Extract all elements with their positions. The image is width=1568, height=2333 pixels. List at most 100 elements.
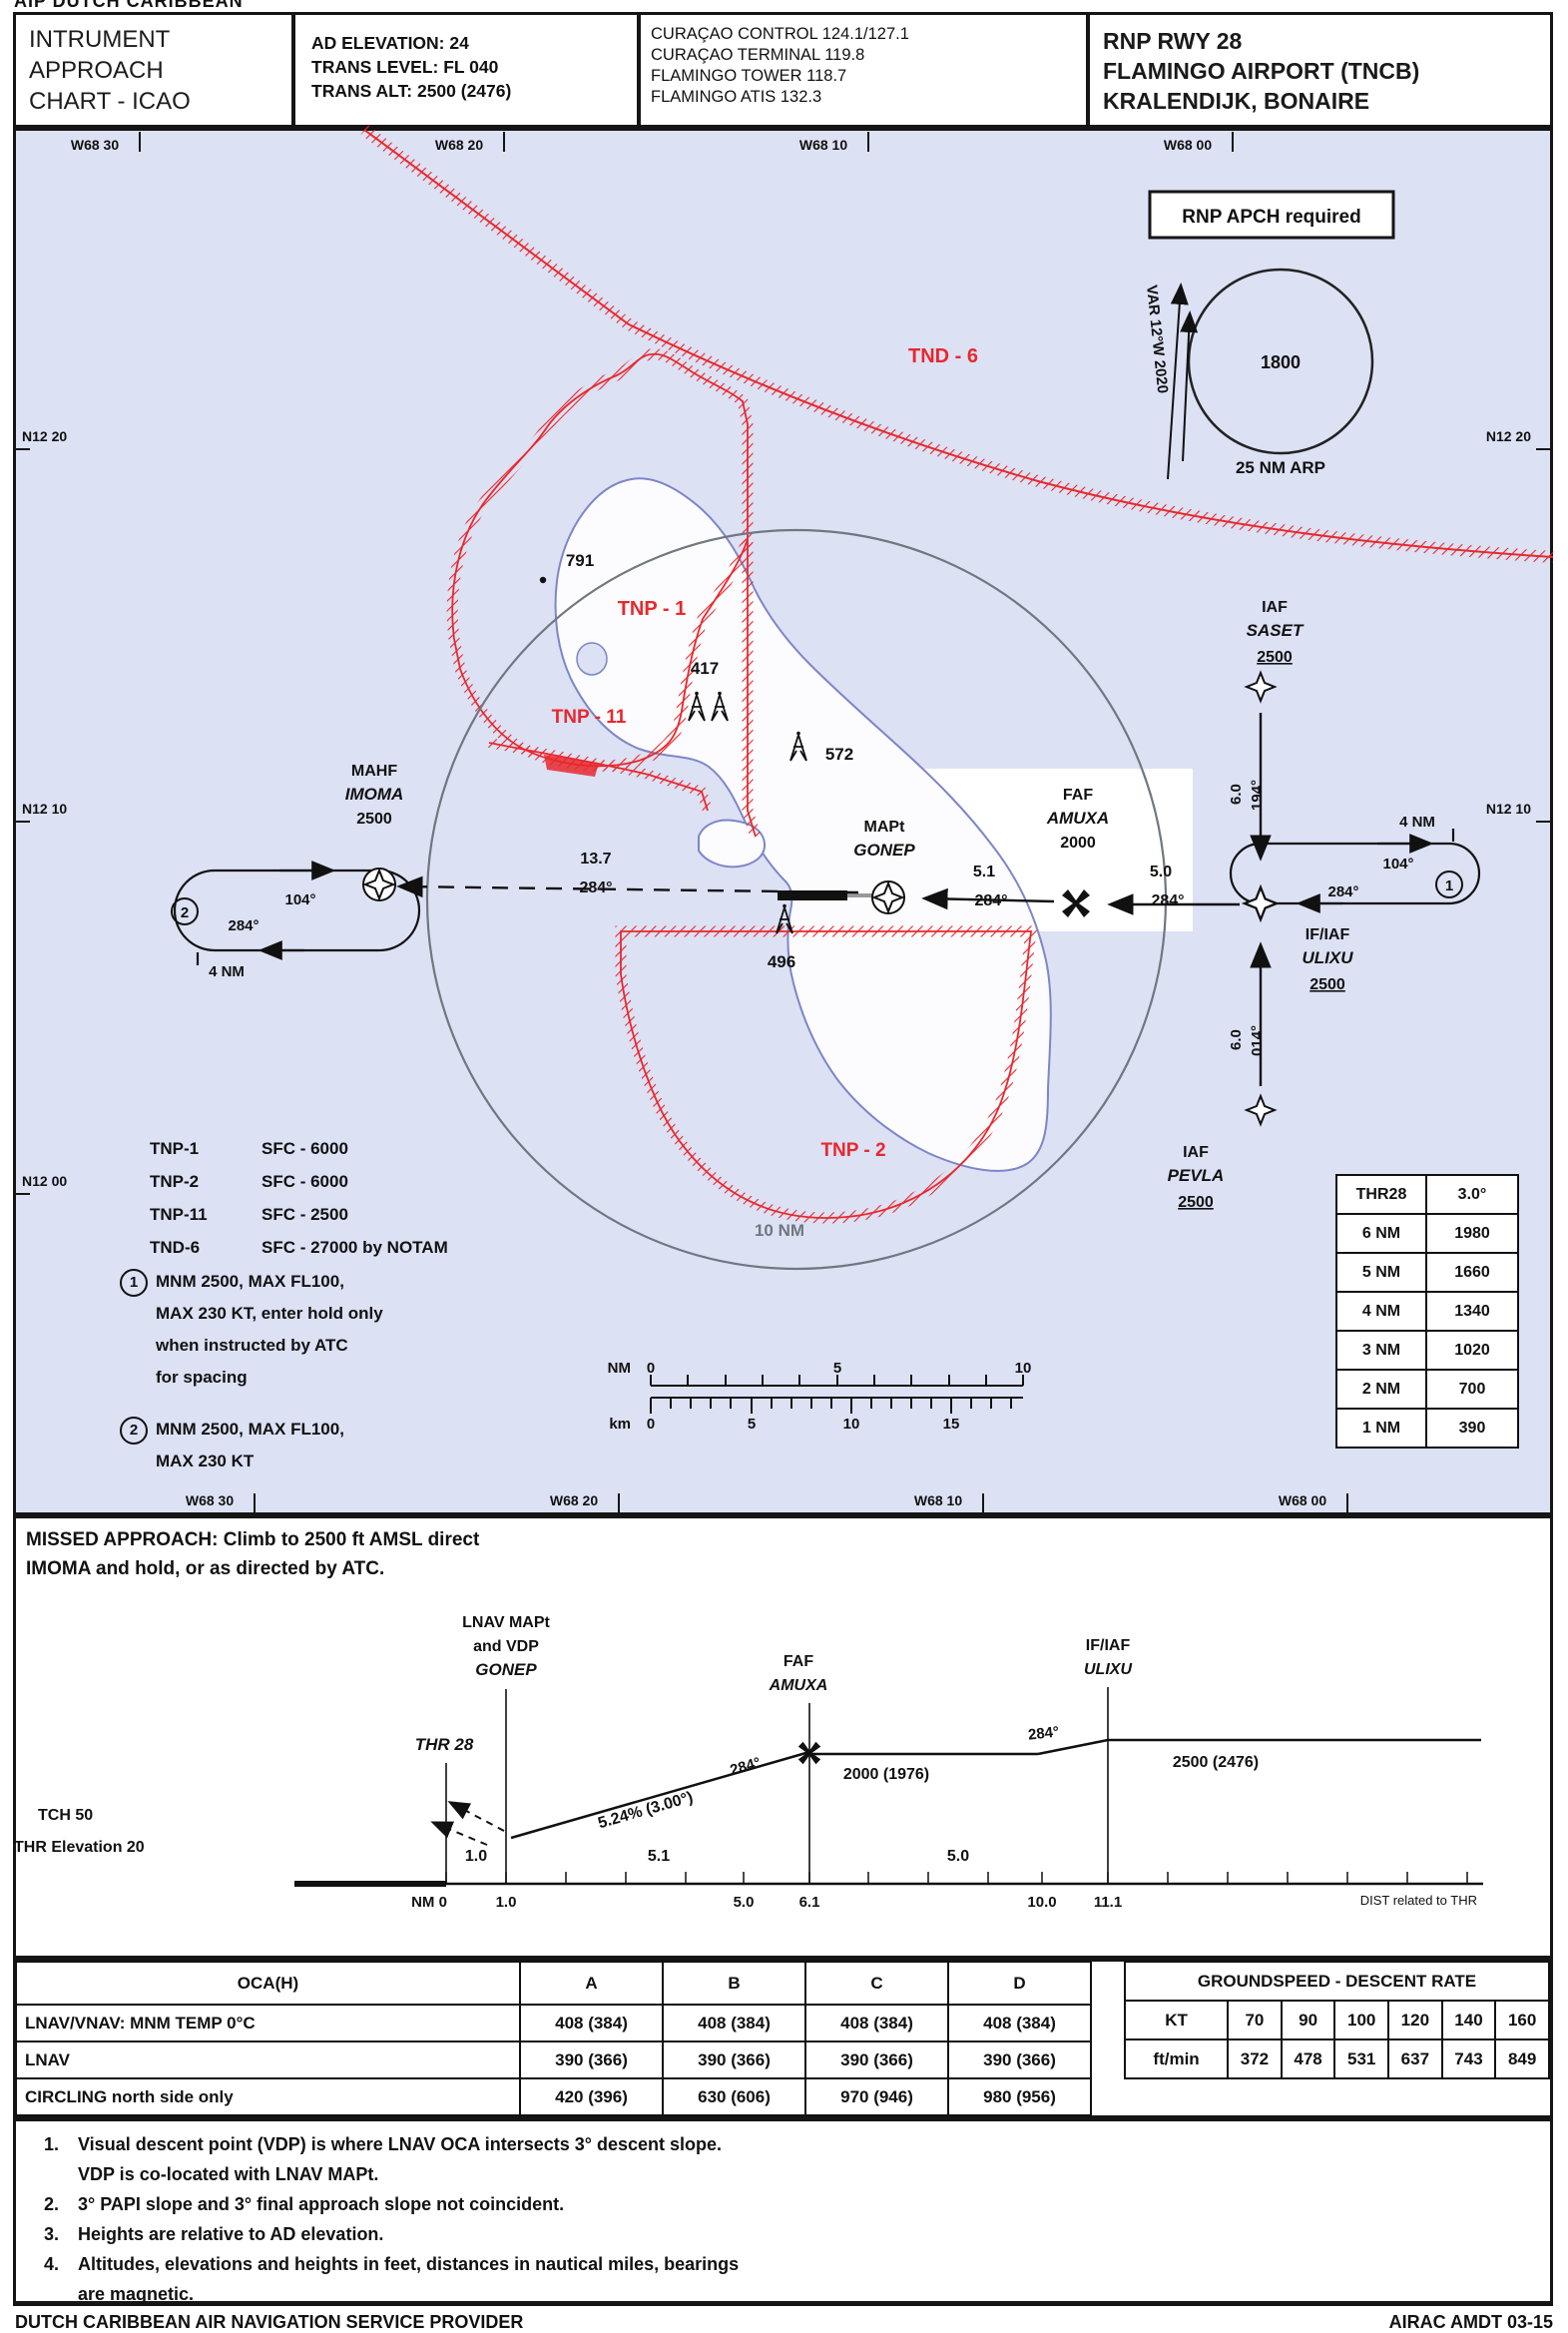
aip-title: AIP DUTCH CARIBBEAN xyxy=(14,0,244,11)
gs-kt: 70 xyxy=(1227,2000,1283,2041)
map-note-line: MAX 230 KT, enter hold only xyxy=(156,1304,383,1323)
oca-row-label: CIRCLING north side only xyxy=(15,2077,521,2116)
aip-top-strip: AIP DUTCH CARIBBEAN xyxy=(0,0,1568,11)
chart-note: 1. Visual descent point (VDP) is where L… xyxy=(44,2129,1550,2189)
airport-city: KRALENDIJK, BONAIRE xyxy=(1103,88,1370,114)
ad-elevation: AD ELEVATION: 24 xyxy=(311,33,469,53)
oca-value: 390 (366) xyxy=(519,2041,664,2079)
restriction-row: TND-6 SFC - 27000 by NOTAM xyxy=(150,1231,448,1264)
gs-rate: 849 xyxy=(1494,2039,1550,2079)
oca-header: C xyxy=(804,1961,949,2006)
note-number: 1. xyxy=(44,2134,60,2154)
chart-title-line: CHART - ICAO xyxy=(29,88,191,115)
restriction-limits: SFC - 6000 xyxy=(261,1172,348,1191)
note-line: are magnetic. xyxy=(78,2284,195,2304)
gs-kt: 160 xyxy=(1494,2000,1550,2041)
table-cell: 1340 xyxy=(1425,1291,1519,1332)
restriction-limits: SFC - 6000 xyxy=(261,1139,348,1158)
restriction-limits: SFC - 2500 xyxy=(261,1205,348,1224)
table-cell: 700 xyxy=(1425,1369,1519,1410)
missed-approach-line: MISSED APPROACH: Climb to 2500 ft AMSL d… xyxy=(26,1529,480,1550)
chart-note: 3. Heights are relative to AD elevation. xyxy=(44,2219,1550,2249)
footer-provider: DUTCH CARIBBEAN AIR NAVIGATION SERVICE P… xyxy=(15,2312,524,2332)
note-line: Heights are relative to AD elevation. xyxy=(78,2224,384,2244)
missed-approach-text: MISSED APPROACH: Climb to 2500 ft AMSL d… xyxy=(26,1525,479,1583)
oca-value: 390 (366) xyxy=(662,2041,806,2079)
oca-value: 970 (946) xyxy=(804,2077,949,2116)
frequencies-box: CURAÇAO CONTROL 124.1/127.1 CURAÇAO TERM… xyxy=(638,12,1089,128)
table-cell: 3.0° xyxy=(1425,1174,1519,1215)
oca-value: 980 (956) xyxy=(947,2077,1092,2116)
oca-value: 390 (366) xyxy=(804,2041,949,2079)
airport-name: FLAMINGO AIRPORT (TNCB) xyxy=(1103,58,1420,84)
oca-header: OCA(H) xyxy=(15,1961,521,2006)
table-cell: 5 NM xyxy=(1335,1252,1427,1293)
oca-value: 408 (384) xyxy=(804,2004,949,2042)
restriction-id: TNP-1 xyxy=(150,1139,200,1158)
map-note-line: MNM 2500, MAX FL100, xyxy=(156,1420,344,1439)
note-number: 4. xyxy=(44,2254,60,2274)
table-cell: 390 xyxy=(1425,1408,1519,1449)
freq-line: FLAMINGO TOWER 118.7 xyxy=(651,67,847,85)
note-line: Visual descent point (VDP) is where LNAV… xyxy=(78,2134,723,2154)
restriction-id: TND-6 xyxy=(150,1238,201,1257)
restriction-id: TNP-11 xyxy=(150,1205,208,1224)
gs-rate-label: ft/min xyxy=(1123,2039,1230,2079)
table-cell: 3 NM xyxy=(1335,1330,1427,1371)
note-line: 3° PAPI slope and 3° final approach slop… xyxy=(78,2194,565,2214)
procedure-name: RNP RWY 28 xyxy=(1103,28,1243,54)
groundspeed-table: GROUNDSPEED - DESCENT RATE KT 70 90 100 … xyxy=(1123,1961,1550,2079)
oca-value: 408 (384) xyxy=(947,2004,1092,2042)
note-number: 3. xyxy=(44,2224,60,2244)
chart-title-line: INTRUMENT xyxy=(29,26,171,53)
table-cell: 1 NM xyxy=(1335,1408,1427,1449)
restriction-row: TNP-11 SFC - 2500 xyxy=(150,1198,448,1231)
freq-line: FLAMINGO ATIS 132.3 xyxy=(651,88,822,106)
restriction-row: TNP-2 SFC - 6000 xyxy=(150,1165,448,1198)
gs-rate: 478 xyxy=(1280,2039,1336,2079)
oca-value: 408 (384) xyxy=(662,2004,806,2042)
procedure-title-box: RNP RWY 28 FLAMINGO AIRPORT (TNCB) KRALE… xyxy=(1087,12,1553,128)
chart-note: 4. Altitudes, elevations and heights in … xyxy=(44,2249,1550,2309)
note-line: VDP is co-located with LNAV MAPt. xyxy=(78,2164,379,2184)
table-cell: THR28 xyxy=(1335,1174,1427,1215)
gs-kt: 120 xyxy=(1387,2000,1443,2041)
map-note-line: for spacing xyxy=(156,1368,248,1387)
oca-value: 420 (396) xyxy=(519,2077,664,2116)
table-cell: 1980 xyxy=(1425,1213,1519,1254)
gs-kt-label: KT xyxy=(1123,2000,1230,2041)
gs-kt: 90 xyxy=(1280,2000,1336,2041)
gs-rate: 743 xyxy=(1440,2039,1497,2079)
gs-kt: 100 xyxy=(1333,2000,1390,2041)
map-note-2: 2 MNM 2500, MAX FL100, MAX 230 KT xyxy=(120,1414,344,1477)
footer-airac: AIRAC AMDT 03-15 xyxy=(1388,2312,1553,2332)
map-note-line: MNM 2500, MAX FL100, xyxy=(156,1272,344,1291)
missed-approach-line: IMOMA and hold, or as directed by ATC. xyxy=(26,1558,385,1579)
chart-note: 2. 3° PAPI slope and 3° final approach s… xyxy=(44,2189,1550,2219)
trans-level: TRANS LEVEL: FL 040 xyxy=(311,57,499,77)
note-ref-badge: 1 xyxy=(120,1269,148,1297)
chart-notes: 1. Visual descent point (VDP) is where L… xyxy=(13,2118,1553,2306)
freq-line: CURAÇAO TERMINAL 119.8 xyxy=(651,46,865,64)
groundspeed-title: GROUNDSPEED - DESCENT RATE xyxy=(1124,1961,1550,2002)
gs-kt: 140 xyxy=(1440,2000,1497,2041)
table-cell: 4 NM xyxy=(1335,1291,1427,1332)
chart-title-line: APPROACH xyxy=(29,57,164,84)
oca-table: OCA(H) A B C D LNAV/VNAV: MNM TEMP 0°C 4… xyxy=(15,1961,1092,2116)
minima-section: OCA(H) A B C D LNAV/VNAV: MNM TEMP 0°C 4… xyxy=(13,1959,1553,2118)
oca-row-label: LNAV/VNAV: MNM TEMP 0°C xyxy=(15,2004,521,2042)
oca-header: B xyxy=(662,1961,806,2006)
oca-value: 408 (384) xyxy=(519,2004,664,2042)
table-cell: 2 NM xyxy=(1335,1369,1427,1410)
note-line: Altitudes, elevations and heights in fee… xyxy=(78,2254,740,2274)
restriction-id: TNP-2 xyxy=(150,1172,200,1191)
table-cell: 1020 xyxy=(1425,1330,1519,1371)
restriction-row: TNP-1 SFC - 6000 xyxy=(150,1132,448,1165)
oca-header: A xyxy=(519,1961,664,2006)
oca-header: D xyxy=(947,1961,1092,2006)
note-ref-badge: 2 xyxy=(120,1417,148,1445)
restriction-limits: SFC - 27000 by NOTAM xyxy=(261,1238,448,1257)
